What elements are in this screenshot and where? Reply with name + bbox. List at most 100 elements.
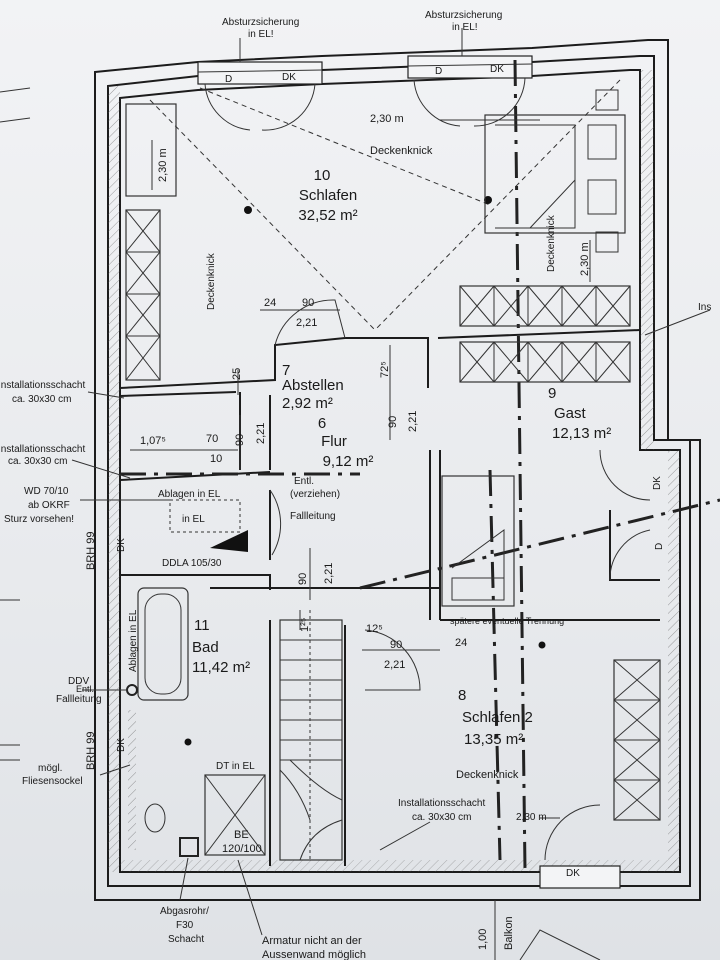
room-gast-name: Gast <box>554 405 587 422</box>
dimension-lines <box>130 119 591 819</box>
door-dk6: DK <box>566 868 580 879</box>
absturz-label-2: Absturzsicherung <box>425 10 502 21</box>
dim-24a: 24 <box>264 297 276 309</box>
room-bad-area: 11,42 m² <box>192 659 250 676</box>
room-schlafen2-area: 13,35 m² <box>464 731 523 748</box>
dim-221d: 2,21 <box>323 563 335 584</box>
wd-label-3: Sturz vorsehen! <box>4 514 74 525</box>
label-ins-right: Ins <box>698 302 711 313</box>
door-d1: D <box>225 74 232 85</box>
room-flur-name: Flur <box>321 433 347 450</box>
dim-221a: 2,21 <box>296 317 317 329</box>
absturz-label-2b: in EL! <box>452 22 478 33</box>
text-layer: Absturzsicherung in EL! Absturzsicherung… <box>0 10 711 960</box>
dim-221c: 2,21 <box>255 423 267 444</box>
deckenknick-left: Deckenknick <box>206 252 217 310</box>
brh-label-1: BRH 99 <box>85 531 97 570</box>
entl2-label: Entl. <box>76 684 94 694</box>
fallleitung2-label: Fallleitung <box>56 694 102 705</box>
dim-top-230: 2,30 m <box>370 113 404 125</box>
fliesensockel-label: Fliesensockel <box>22 776 83 787</box>
dim-90b: 90 <box>387 416 399 428</box>
room-schlafen-area: 32,52 m² <box>298 207 357 224</box>
staircase <box>279 548 343 861</box>
ablagen-box <box>169 499 241 533</box>
dim-24b: 24 <box>455 637 467 649</box>
abgasrohr-label: Abgasrohr/ <box>160 906 209 917</box>
be-label: BE <box>234 829 249 841</box>
balcony-door <box>494 865 621 960</box>
schacht-label: Schacht <box>168 934 204 945</box>
room-schlafen-name: Schlafen <box>299 187 357 204</box>
room-gast-area: 12,13 m² <box>552 425 611 442</box>
dim-221b: 2,21 <box>407 411 419 432</box>
room-bad-name: Bad <box>192 639 219 656</box>
dim-90e: 90 <box>390 639 402 651</box>
schlafen-diagonals <box>149 79 621 746</box>
dim-25: 25 <box>231 368 243 380</box>
install-label-1: Installationsschacht <box>0 380 85 391</box>
dim-90c: 90 <box>234 434 246 446</box>
install-label-3: Installationsschacht <box>398 798 485 809</box>
room-abstellen-area: 2,92 m² <box>282 395 333 412</box>
dim-right-230: 2,30 m <box>579 242 591 276</box>
dim-70: 70 <box>206 433 218 445</box>
room-bad-number: 11 <box>194 617 210 634</box>
install-label-1b: ca. 30x30 cm <box>12 394 71 405</box>
ddla-arrow <box>210 530 248 552</box>
dim-725: 72⁵ <box>379 361 391 378</box>
entl-label: Entl. <box>294 476 314 487</box>
room-schlafen2-name: Schlafen 2 <box>462 709 533 726</box>
door-dk1: DK <box>282 72 296 83</box>
be-dim-label: 120/100 <box>222 843 262 855</box>
dim-left-230: 2,30 m <box>157 148 169 182</box>
door-dk5: DK <box>116 738 127 752</box>
room-schlafen-number: 10 <box>314 167 331 184</box>
room-abstellen-number: 7 <box>282 362 290 379</box>
absturz-label-1: Absturzsicherung <box>222 17 299 28</box>
dim-90d: 90 <box>297 573 309 585</box>
room-gast-number: 9 <box>548 385 556 402</box>
door-dk2: DK <box>490 64 504 75</box>
deckenknick-top: Deckenknick <box>370 145 433 157</box>
wardrobe-left <box>125 103 177 381</box>
room-abstellen-name: Abstellen <box>282 377 344 394</box>
balkon-label: Balkon <box>503 916 515 950</box>
ablagen-el-vertical: Ablagen in EL <box>128 609 139 672</box>
room-flur-area: 9,12 m² <box>323 453 374 470</box>
ddla-label: DDLA 105/30 <box>162 558 222 569</box>
bed-gast <box>441 475 515 607</box>
f30-label: F30 <box>176 920 194 931</box>
deckenknick-bottom: Deckenknick <box>456 769 519 781</box>
wd-label-2: ab OKRF <box>28 500 70 511</box>
absturz-label-1b: in EL! <box>248 29 274 40</box>
bed-schlafen <box>484 89 626 253</box>
door-dk3: DK <box>116 538 127 552</box>
outer-walls <box>94 39 701 901</box>
wardrobe-schlafen2 <box>613 659 661 821</box>
dim-10: 10 <box>210 453 222 465</box>
install-label-2b: ca. 30x30 cm <box>8 456 67 467</box>
brh-label-2: BRH 99 <box>85 731 97 770</box>
deckenknick-right: Deckenknick <box>546 214 557 272</box>
dim-125a: 1²⁵ <box>299 618 311 632</box>
wd-label-1: WD 70/10 <box>24 486 69 497</box>
armatur-label-2: Aussenwand möglich <box>262 949 366 960</box>
install-label-2: Installationsschacht <box>0 444 85 455</box>
door-d3: D <box>654 543 665 550</box>
dim-1075: 1,07⁵ <box>140 435 166 447</box>
in-el-label: in EL <box>182 514 205 525</box>
leader-lines <box>71 28 711 936</box>
wardrobe-right-top <box>459 285 631 383</box>
install-label-3b: ca. 30x30 cm <box>412 812 471 823</box>
ddv-label: DDV <box>68 676 89 687</box>
dt-el-label: DT in EL <box>216 761 255 772</box>
top-windows <box>197 55 533 131</box>
dim-90a: 90 <box>302 297 314 309</box>
door-d2: D <box>435 66 442 77</box>
paper-edge <box>0 87 31 761</box>
ceiling-dashes <box>120 59 720 871</box>
verziehen-label: (verziehen) <box>290 489 340 500</box>
